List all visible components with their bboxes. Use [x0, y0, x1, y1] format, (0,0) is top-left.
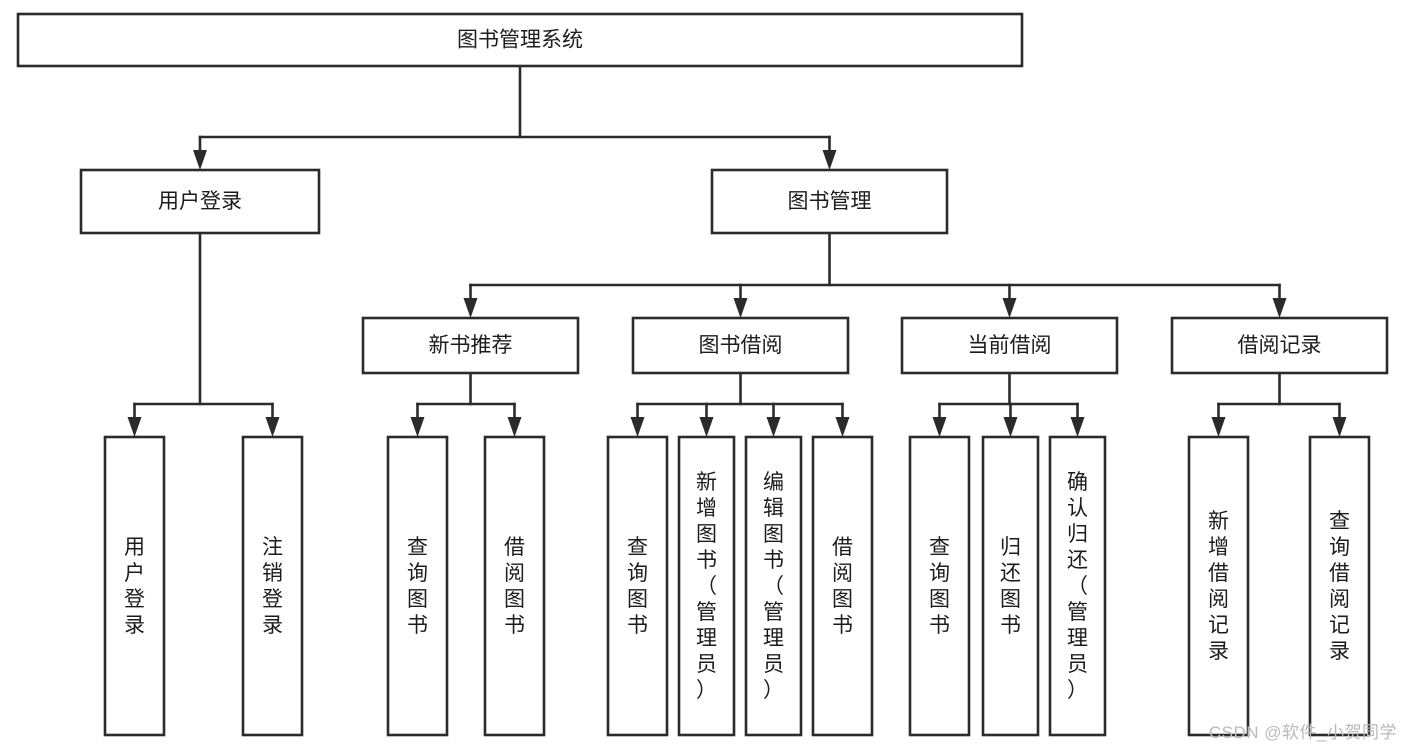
node-label-leaf-borrow-edit: 编辑图书（管理员）: [763, 471, 784, 702]
node-box-leaf-borrow-query[interactable]: [606, 435, 669, 737]
node-label-leaf-cur-confirm: 确认归还（管理员）: [1067, 471, 1088, 702]
node-label-book-manage: 图书管理: [788, 190, 872, 213]
node-book-borrow[interactable]: 图书借阅: [631, 316, 850, 375]
node-leaf-rec-search[interactable]: 查询借阅记录: [1308, 435, 1371, 737]
connector-layer: [127, 64, 1347, 437]
node-layer: 图书管理系统用户登录图书管理新书推荐图书借阅当前借阅借阅记录用户登录注销登录查询…: [16, 12, 1389, 737]
node-box-leaf-user-logout[interactable]: [241, 435, 304, 737]
node-leaf-cur-query[interactable]: 查询图书: [908, 435, 971, 737]
arrow-head-current-borrow: [1002, 298, 1017, 318]
node-book-manage[interactable]: 图书管理: [710, 168, 949, 235]
node-label-new-book-rec: 新书推荐: [429, 334, 513, 357]
arrow-head-leaf-rec-add: [1211, 417, 1226, 437]
arrow-head-leaf-borrow-add: [699, 417, 714, 437]
node-leaf-rec-add[interactable]: 新增借阅记录: [1187, 435, 1250, 737]
arrow-head-leaf-rec-query: [410, 417, 425, 437]
arrow-head-leaf-borrow-edit: [766, 417, 781, 437]
node-leaf-borrow-query[interactable]: 查询图书: [606, 435, 669, 737]
arrow-head-leaf-user-login: [127, 417, 142, 437]
node-label-borrow-record: 借阅记录: [1238, 334, 1322, 357]
node-label-leaf-borrow-query: 查询图书: [627, 536, 648, 637]
arrow-head-leaf-user-logout: [265, 417, 280, 437]
node-box-user-login[interactable]: [79, 168, 321, 235]
node-box-leaf-borrow-add[interactable]: [677, 435, 736, 737]
node-label-leaf-rec-add: 新增借阅记录: [1208, 510, 1229, 663]
node-leaf-cur-return[interactable]: 归还图书: [981, 435, 1040, 737]
node-box-leaf-rec-search[interactable]: [1308, 435, 1371, 737]
node-box-leaf-rec-add[interactable]: [1187, 435, 1250, 737]
arrow-head-new-book-rec: [463, 298, 478, 318]
arrow-head-user-login: [193, 150, 207, 170]
arrow-head-leaf-rec-borrow: [507, 417, 522, 437]
node-label-leaf-rec-search: 查询借阅记录: [1329, 510, 1350, 663]
node-leaf-rec-query[interactable]: 查询图书: [386, 435, 449, 737]
node-leaf-user-login[interactable]: 用户登录: [103, 435, 166, 737]
node-box-leaf-user-login[interactable]: [103, 435, 166, 737]
node-leaf-borrow-add[interactable]: 新增图书（管理员）: [677, 435, 736, 737]
node-box-new-book-rec[interactable]: [361, 316, 580, 375]
node-current-borrow[interactable]: 当前借阅: [900, 316, 1119, 375]
arrow-head-book-manage: [822, 150, 837, 170]
node-new-book-rec[interactable]: 新书推荐: [361, 316, 580, 375]
node-box-leaf-rec-borrow[interactable]: [483, 435, 546, 737]
node-box-root[interactable]: [16, 12, 1024, 68]
watermark: CSDN @软件_小贺同学: [1208, 723, 1397, 742]
node-box-borrow-record[interactable]: [1170, 316, 1389, 375]
node-box-leaf-cur-return[interactable]: [981, 435, 1040, 737]
node-label-leaf-user-logout: 注销登录: [262, 536, 283, 637]
node-label-user-login: 用户登录: [158, 190, 242, 213]
arrow-head-leaf-cur-return: [1003, 417, 1018, 437]
node-label-leaf-rec-query: 查询图书: [407, 536, 428, 637]
node-leaf-borrow-edit[interactable]: 编辑图书（管理员）: [744, 435, 803, 737]
node-box-leaf-cur-confirm[interactable]: [1048, 435, 1107, 737]
arrow-head-leaf-borrow-do: [835, 417, 850, 437]
node-label-leaf-cur-query: 查询图书: [929, 536, 950, 637]
node-leaf-borrow-do[interactable]: 借阅图书: [811, 435, 874, 737]
arrow-head-leaf-cur-query: [932, 417, 947, 437]
node-leaf-rec-borrow[interactable]: 借阅图书: [483, 435, 546, 737]
node-root[interactable]: 图书管理系统: [16, 12, 1024, 68]
node-box-leaf-rec-query[interactable]: [386, 435, 449, 737]
node-box-leaf-cur-query[interactable]: [908, 435, 971, 737]
node-box-current-borrow[interactable]: [900, 316, 1119, 375]
arrow-head-borrow-record: [1272, 298, 1287, 318]
node-leaf-cur-confirm[interactable]: 确认归还（管理员）: [1048, 435, 1107, 737]
arrow-head-book-borrow: [733, 298, 748, 318]
node-label-leaf-borrow-do: 借阅图书: [832, 536, 853, 637]
node-label-leaf-rec-borrow: 借阅图书: [504, 536, 525, 637]
node-box-leaf-borrow-do[interactable]: [811, 435, 874, 737]
node-label-current-borrow: 当前借阅: [968, 334, 1052, 357]
node-box-book-borrow[interactable]: [631, 316, 850, 375]
node-borrow-record[interactable]: 借阅记录: [1170, 316, 1389, 375]
node-label-leaf-user-login: 用户登录: [124, 536, 145, 637]
node-label-book-borrow: 图书借阅: [699, 334, 783, 357]
node-label-leaf-cur-return: 归还图书: [1000, 536, 1021, 637]
node-user-login[interactable]: 用户登录: [79, 168, 321, 235]
node-label-root: 图书管理系统: [457, 29, 583, 52]
node-leaf-user-logout[interactable]: 注销登录: [241, 435, 304, 737]
arrow-head-leaf-borrow-query: [630, 417, 645, 437]
node-box-book-manage[interactable]: [710, 168, 949, 235]
arrow-head-leaf-rec-search: [1332, 417, 1347, 437]
node-label-leaf-borrow-add: 新增图书（管理员）: [696, 471, 717, 702]
node-box-leaf-borrow-edit[interactable]: [744, 435, 803, 737]
arrow-head-leaf-cur-confirm: [1070, 417, 1085, 437]
